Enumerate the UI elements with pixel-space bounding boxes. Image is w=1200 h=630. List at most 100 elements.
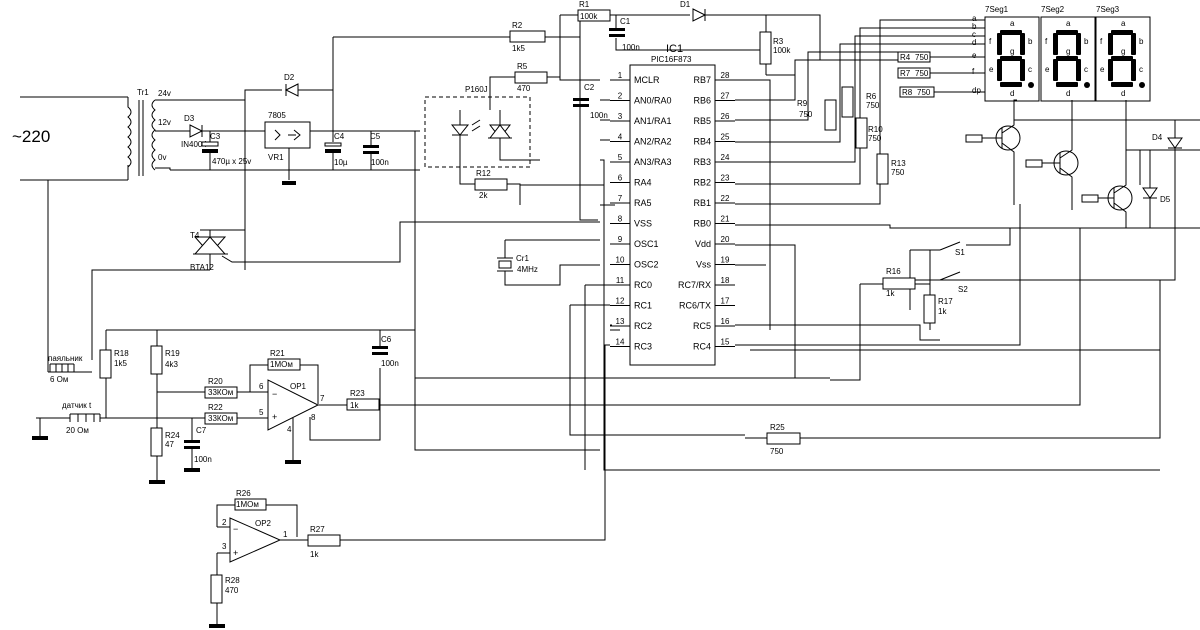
svg-text:12v: 12v (158, 118, 171, 127)
pin-number: 28 (721, 71, 730, 80)
ic-pin-24: 24 RB3 (693, 153, 735, 167)
svg-text:S2: S2 (958, 285, 968, 294)
svg-text:2k: 2k (479, 191, 488, 200)
svg-text:паяльник: паяльник (48, 354, 83, 363)
svg-text:VR1: VR1 (268, 153, 284, 162)
pin-number: 3 (618, 112, 623, 121)
svg-text:dp: dp (972, 86, 981, 95)
svg-text:R27: R27 (310, 525, 325, 534)
svg-text:7Seg3: 7Seg3 (1096, 5, 1120, 14)
svg-text:1: 1 (283, 530, 288, 539)
svg-text:R4: R4 (900, 53, 911, 62)
svg-text:R23: R23 (350, 389, 365, 398)
svg-text:C4: C4 (334, 132, 345, 141)
ic-pin-10: 10 OSC2 (610, 256, 659, 270)
transistor-q3 (1081, 100, 1133, 228)
svg-text:470µ x 25v: 470µ x 25v (212, 157, 251, 166)
segment-letter: b (1139, 37, 1144, 46)
svg-text:47: 47 (165, 440, 174, 449)
resistor-r27: R27 1k (307, 525, 341, 559)
resistor-r22: R22 33КОм (160, 403, 268, 425)
resistor-r26: R26 1МОм (216, 489, 298, 537)
resistor-r17: R17 1k (923, 284, 953, 330)
svg-text:a: a (972, 14, 977, 23)
segment-letter: e (989, 65, 994, 74)
capacitor-c3: C3 470µ x 25v (201, 131, 251, 170)
svg-text:R19: R19 (165, 349, 180, 358)
svg-text:R9: R9 (797, 99, 808, 108)
segment-letter: g (1066, 47, 1070, 56)
resistor-r23: R23 1k (346, 389, 380, 411)
svg-text:20 Ом: 20 Ом (66, 426, 89, 435)
pin-number: 10 (616, 256, 625, 265)
pin-name: RA5 (634, 198, 652, 208)
svg-text:R28: R28 (225, 576, 240, 585)
resistor-r18: R18 1k5 (99, 349, 129, 379)
svg-text:R8: R8 (902, 88, 913, 97)
pin-name: RB7 (693, 75, 711, 85)
diode-d1: D1 (680, 0, 821, 60)
pin-name: RC2 (634, 321, 652, 331)
segment-letter: e (1100, 65, 1105, 74)
resistor-r13: R13 750 (876, 153, 906, 185)
svg-text:R13: R13 (891, 159, 906, 168)
pin-name: RB1 (693, 198, 711, 208)
pin-name: RB4 (693, 137, 711, 147)
svg-text:4MHz: 4MHz (517, 265, 538, 274)
diode-d4: D4 (940, 120, 1183, 281)
svg-text:100n: 100n (622, 43, 640, 52)
svg-text:D5: D5 (1160, 195, 1171, 204)
svg-text:Tr1: Tr1 (137, 88, 149, 97)
pin-number: 24 (721, 153, 730, 162)
resistor-r3: R3 100k (759, 31, 795, 76)
pin-number: 26 (721, 112, 730, 121)
svg-text:f: f (972, 67, 975, 76)
svg-text:D4: D4 (1152, 133, 1163, 142)
svg-text:1k: 1k (938, 307, 947, 316)
ic-pin-15: 15 RC4 (693, 338, 735, 352)
svg-text:7: 7 (320, 394, 325, 403)
pin-name: Vdd (695, 239, 711, 249)
pin-number: 7 (618, 194, 623, 203)
svg-text:6 Ом: 6 Ом (50, 375, 68, 384)
pin-number: 16 (721, 317, 730, 326)
pin-name: RB3 (693, 157, 711, 167)
pin-name: OSC2 (634, 260, 659, 270)
svg-text:0v: 0v (158, 153, 166, 162)
svg-text:3: 3 (222, 542, 227, 551)
diode-d3: D3 IN4004 (181, 114, 245, 149)
svg-text:датчик t: датчик t (62, 401, 92, 410)
svg-text:S1: S1 (955, 248, 965, 257)
resistor-r21: R21 1МОм (249, 349, 319, 404)
svg-text:R3: R3 (773, 37, 784, 46)
svg-text:OP1: OP1 (290, 382, 307, 391)
resistor-r1: R1 100k (559, 0, 690, 81)
svg-text:R16: R16 (886, 267, 901, 276)
svg-text:750: 750 (915, 69, 929, 78)
svg-text:−: − (233, 524, 238, 534)
svg-text:7Seg1: 7Seg1 (985, 5, 1009, 14)
svg-text:C5: C5 (370, 132, 381, 141)
segment-letter: a (1010, 19, 1015, 28)
ic-ref: IC1 (666, 43, 683, 55)
svg-text:750: 750 (868, 134, 882, 143)
pin-number: 15 (721, 338, 730, 347)
svg-text:750: 750 (915, 53, 929, 62)
pin-number: 23 (721, 174, 730, 183)
mains-label: ~220 (12, 127, 50, 146)
pin-name: RC4 (693, 342, 711, 352)
pin-number: 6 (618, 174, 623, 183)
svg-text:100n: 100n (381, 359, 399, 368)
pin-name: AN3/RA3 (634, 157, 672, 167)
svg-text:1МОм: 1МОм (236, 500, 259, 509)
resistor-r12: R12 2k (459, 165, 521, 205)
segment-letter: a (1066, 19, 1071, 28)
